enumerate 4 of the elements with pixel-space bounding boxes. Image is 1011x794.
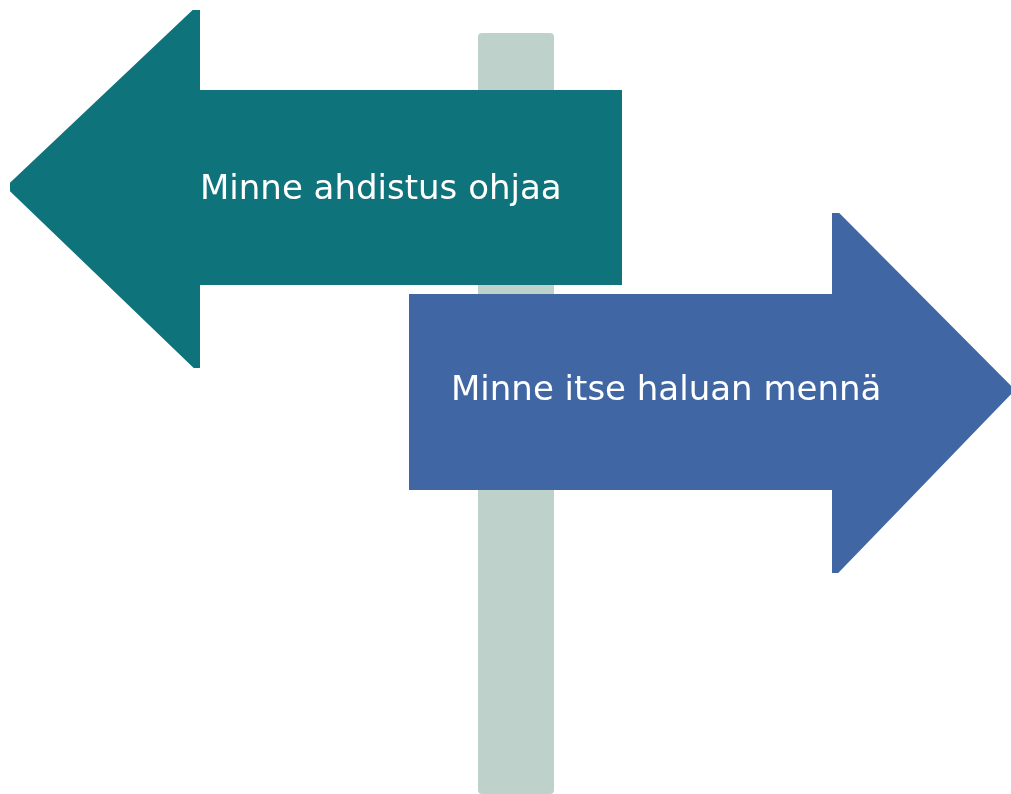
sign-text: Minne ahdistus ohjaa (200, 167, 562, 207)
arrow-sign (409, 213, 1011, 573)
sign-text: Minne itse haluan mennä (451, 368, 882, 408)
arrow-sign (10, 10, 622, 368)
